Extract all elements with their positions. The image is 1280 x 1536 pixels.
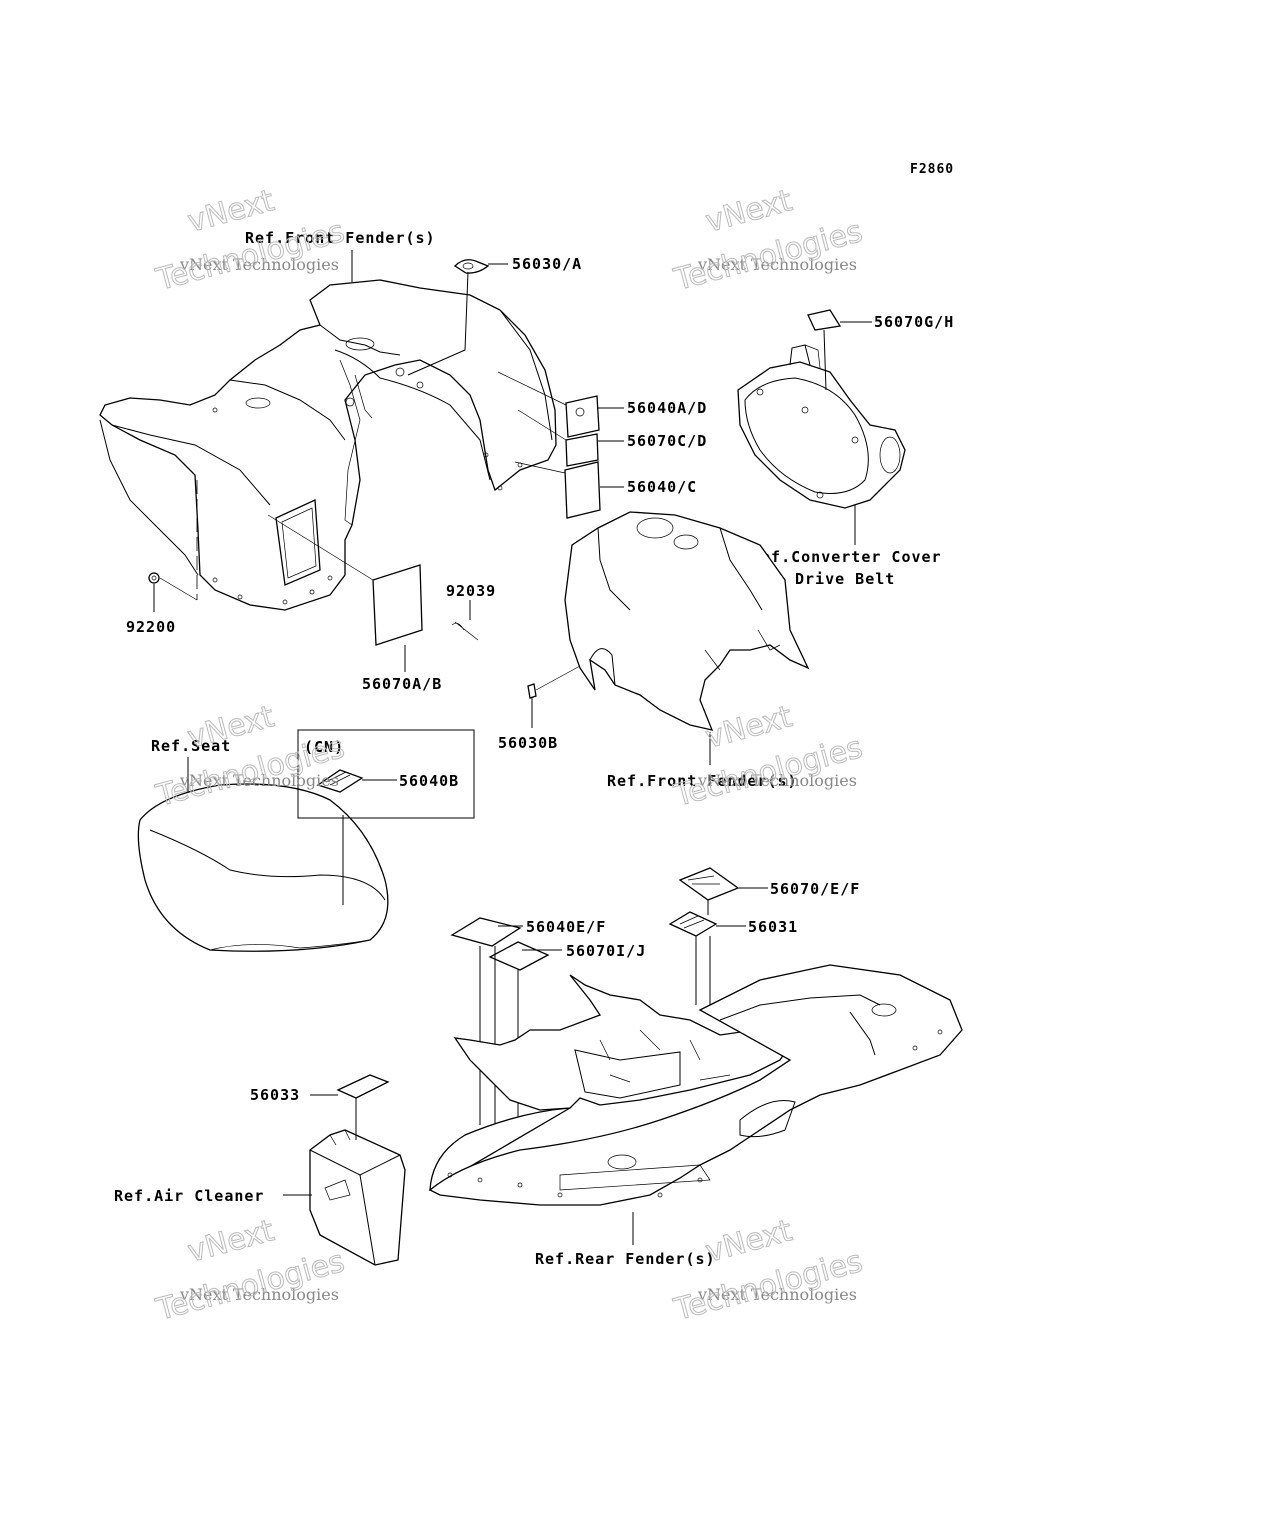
converter-cover-drawing [737, 344, 906, 545]
rear-decals [450, 867, 768, 1125]
svg-text:vNext Technologies: vNext Technologies [697, 771, 857, 790]
label-56040ef: 56040E/F [526, 918, 606, 936]
watermark-bottom-right: vNext vNext Technologies Technologies [670, 1213, 867, 1329]
ref-converter-cover-1: Ref.Converter Cover [751, 548, 942, 566]
ref-front-fender-mid: Ref.Front Fender(s) [607, 772, 798, 790]
label-56070cd: 56070C/D [627, 432, 707, 450]
decal-stack-right [497, 371, 624, 519]
label-92200: 92200 [126, 618, 176, 636]
label-56070gh: 56070G/H [874, 313, 954, 331]
part-92200 [148, 572, 198, 612]
svg-text:vNext Technologies: vNext Technologies [179, 255, 339, 274]
svg-text:vNext: vNext [184, 1213, 278, 1270]
decal-56033 [283, 1074, 390, 1196]
svg-text:vNext: vNext [702, 183, 796, 240]
label-56030a: 56030/A [512, 255, 582, 273]
rear-fender-drawing [428, 964, 963, 1245]
decal-56030a [407, 259, 508, 376]
label-56070ef: 56070/E/F [770, 880, 860, 898]
svg-text:vNext: vNext [702, 1213, 796, 1270]
ref-converter-cover-2: Drive Belt [795, 570, 895, 588]
ref-front-fender-top: Ref.Front Fender(s) [245, 229, 436, 247]
svg-text:vNext Technologies: vNext Technologies [697, 255, 857, 274]
decal-56070ab [267, 514, 479, 672]
label-56040b: 56040B [399, 772, 459, 790]
label-56031: 56031 [748, 918, 798, 936]
label-cn: (CN) [304, 738, 344, 756]
ref-rear-fender: Ref.Rear Fender(s) [535, 1250, 716, 1268]
watermark-top-right: vNext vNext Technologies Technologies [670, 183, 867, 299]
ref-air-cleaner: Ref.Air Cleaner [114, 1187, 264, 1205]
cn-box [297, 729, 475, 905]
label-56040c: 56040/C [627, 478, 697, 496]
label-56070ab: 56070A/B [362, 675, 442, 693]
svg-text:vNext Technologies: vNext Technologies [179, 771, 339, 790]
figure-id: F2860 [910, 162, 954, 177]
label-56033: 56033 [250, 1086, 300, 1104]
svg-text:vNext Technologies: vNext Technologies [697, 1285, 857, 1304]
inner-fender-drawing [564, 511, 810, 731]
svg-text:vNext Technologies: vNext Technologies [179, 1285, 339, 1304]
decal-56070gh [807, 309, 872, 391]
ref-seat: Ref.Seat [151, 737, 231, 755]
label-92039: 92039 [446, 582, 496, 600]
air-cleaner-drawing [309, 1129, 406, 1266]
label-56040ad: 56040A/D [627, 399, 707, 417]
svg-text:vNext: vNext [702, 699, 796, 756]
seat-drawing [137, 783, 389, 952]
front-fender-drawing [99, 279, 557, 611]
label-56070ij: 56070I/J [566, 942, 646, 960]
label-56030b: 56030B [498, 734, 558, 752]
part-56030b [527, 665, 581, 728]
